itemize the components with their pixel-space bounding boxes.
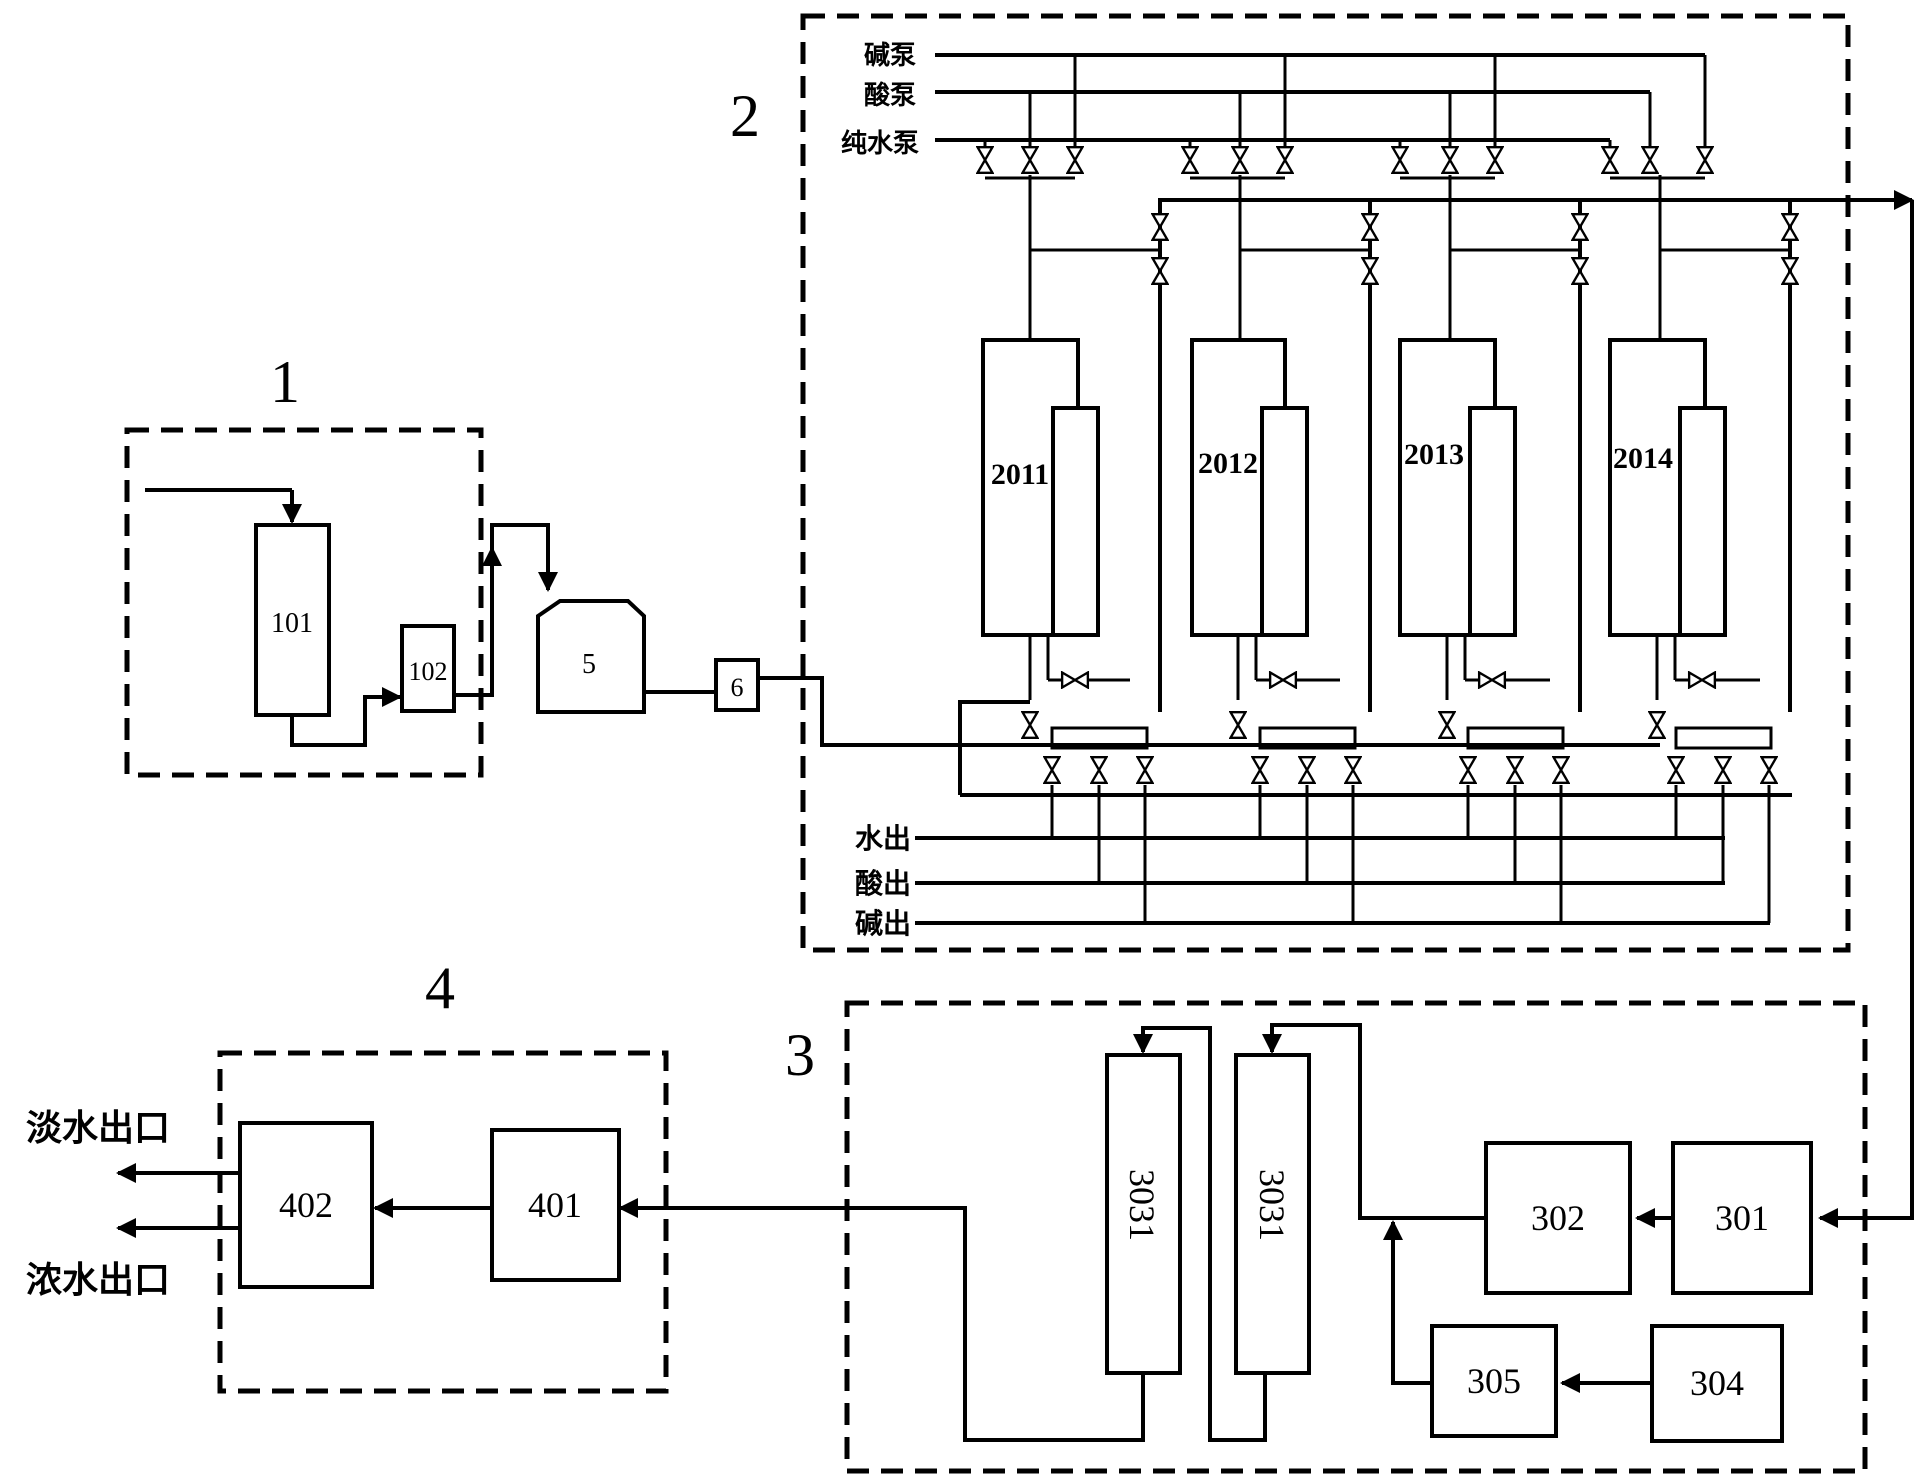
column-2014-label: 2014 (1613, 442, 1673, 475)
unit-401 (490, 1128, 621, 1282)
unit-102-label: 102 (409, 657, 448, 686)
zone-4-boundary (217, 1050, 669, 1394)
unit-102 (400, 624, 456, 713)
unit-6 (714, 658, 760, 712)
column-2012-bypass (1260, 406, 1309, 637)
water-outlet-label: 水出 (855, 822, 911, 855)
membrane-3031-b-label: 3031 (1252, 1169, 1292, 1241)
zone-2-boundary (800, 13, 1851, 953)
column-2014-bypass (1678, 406, 1727, 637)
zone-1-label: 1 (270, 349, 300, 415)
unit-402-label: 402 (279, 1185, 333, 1225)
unit-401-label: 401 (528, 1185, 582, 1225)
column-2011-bypass (1051, 406, 1100, 637)
unit-302-label: 302 (1531, 1198, 1585, 1238)
pure-water-pump-label: 纯水泵 (841, 128, 919, 159)
unit-301-label: 301 (1715, 1198, 1769, 1238)
unit-5 (536, 599, 646, 714)
unit-301 (1671, 1141, 1813, 1295)
unit-402 (238, 1121, 374, 1289)
acid-outlet-label: 酸出 (855, 867, 911, 900)
unit-6-label: 6 (731, 673, 744, 702)
alkali-pump-label: 碱泵 (864, 41, 916, 71)
zone-2-label: 2 (730, 83, 760, 149)
acid-pump-label: 酸泵 (864, 81, 916, 111)
zone-4-label: 4 (425, 955, 455, 1021)
zone-3-boundary (844, 1000, 1868, 1474)
zone-1-boundary (124, 427, 484, 778)
column-2013-label: 2013 (1404, 438, 1464, 471)
unit-305 (1430, 1324, 1558, 1438)
concentrate-outlet-label: 浓水出口 (26, 1260, 170, 1301)
unit-305-label: 305 (1467, 1361, 1521, 1401)
zone-3-label: 3 (785, 1022, 815, 1088)
column-2012-label: 2012 (1198, 447, 1258, 480)
alkali-outlet-label: 碱出 (855, 907, 911, 940)
unit-5-label: 5 (582, 649, 596, 680)
fresh-water-outlet-label: 淡水出口 (26, 1108, 170, 1149)
unit-101 (254, 523, 331, 717)
unit-304 (1650, 1324, 1784, 1443)
column-2011-label: 2011 (991, 458, 1049, 491)
column-2013-bypass (1468, 406, 1517, 637)
membrane-3031-a-label: 3031 (1122, 1169, 1162, 1241)
unit-101-label: 101 (271, 608, 313, 639)
unit-304-label: 304 (1690, 1363, 1744, 1403)
membrane-3031-b (1234, 1053, 1311, 1375)
